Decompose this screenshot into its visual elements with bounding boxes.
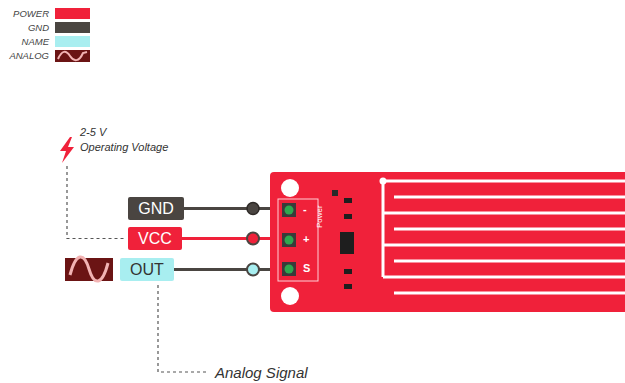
pin-tag: OUT [120,258,174,281]
trace-bus [382,181,385,277]
swatch-wave [58,52,87,60]
pin-pad [282,262,296,276]
legend-text: ANALOG [9,50,49,62]
legend-swatch [55,22,90,33]
pin-label: S [303,263,310,274]
annotation-label: Analog Signal [215,364,308,381]
transistor [340,232,354,254]
pin-hole [285,206,294,215]
pin-label: + [303,234,309,245]
header-outline [278,199,318,281]
pin-dot [247,233,259,245]
led [332,190,338,196]
annotation-label: Operating Voltage [80,141,168,154]
annotation-label: 2-5 V [80,126,106,139]
pin-pad [282,233,296,247]
mount-hole [281,287,299,305]
legend-text: NAME [22,36,49,48]
pin-hole [285,236,294,245]
leader-line [67,166,126,239]
trace-dot [380,178,387,185]
pin-name: GND [138,201,174,217]
pin-label: - [303,204,307,215]
sensor-board: - + S Power [270,172,625,312]
sense-trace [383,180,625,183]
sense-trace [394,196,625,199]
mount-hole [281,179,299,197]
pin-dot [247,203,259,215]
leader-line [158,285,209,372]
sense-trace [383,276,625,279]
pin-pad [282,203,296,217]
pin-name: VCC [138,231,172,247]
pin-tag: GND [128,197,184,220]
board-label: Power [316,205,324,228]
pin-dot [247,264,259,276]
analog-wave [70,257,108,281]
sense-trace [394,260,625,263]
resistor [344,198,352,203]
lightning-icon [60,137,74,163]
legend-text: GND [28,22,49,34]
sense-trace [394,228,625,231]
legend-text: POWER [13,8,49,20]
swatch-fill [55,50,90,62]
legend-swatch [55,50,90,62]
resistor [344,214,352,219]
legend-swatch [55,36,90,47]
pin-hole [285,265,294,274]
sense-trace [383,244,625,247]
sense-trace [394,292,625,295]
resistor [344,269,352,274]
sense-trace [383,212,625,215]
pin-tag: VCC [128,227,182,250]
board-art [270,172,625,312]
pin-name: OUT [130,262,164,278]
resistor [344,284,352,289]
legend-swatch [55,8,90,19]
